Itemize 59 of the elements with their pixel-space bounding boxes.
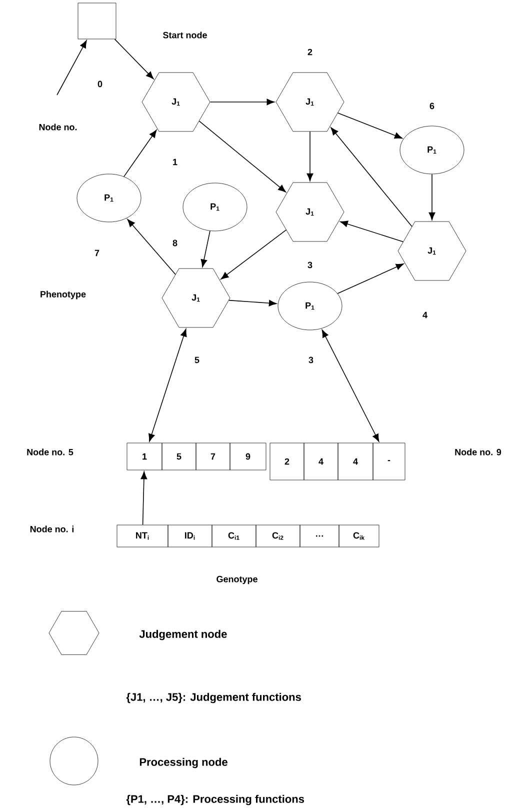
caption-text: Node no. i bbox=[30, 526, 74, 532]
node-number: 3 bbox=[308, 356, 314, 364]
caption-text: {P1, …, P4}: Processing functions bbox=[126, 794, 304, 806]
gene-cell: 5 bbox=[162, 442, 196, 470]
arrow bbox=[337, 264, 404, 294]
arrow bbox=[228, 300, 277, 306]
gene-cell: … bbox=[300, 524, 340, 548]
gene-cell: NT$_{i}$ bbox=[116, 524, 168, 548]
arrow bbox=[330, 127, 412, 227]
gene-cell: - bbox=[372, 442, 406, 480]
caption-text: Phenotype bbox=[40, 290, 86, 300]
arrow bbox=[306, 131, 314, 182]
start-square bbox=[78, 2, 116, 40]
gene-cell: 7 bbox=[196, 442, 230, 470]
legend-text: Processing node bbox=[140, 758, 228, 768]
arrow bbox=[56, 40, 87, 96]
arrow bbox=[127, 219, 176, 275]
arrow bbox=[114, 38, 154, 80]
gene-cell: 2 bbox=[270, 442, 304, 480]
gene-cell: C$_{ik}$ bbox=[338, 524, 380, 548]
caption-text: Node no. 5 bbox=[27, 448, 74, 456]
judgement-hexagon: J$_{1}$ bbox=[398, 221, 466, 281]
caption-text: 0 bbox=[98, 80, 102, 88]
arrow bbox=[428, 174, 436, 220]
arrow bbox=[140, 471, 148, 526]
arrow bbox=[220, 230, 287, 280]
node-number: 6 bbox=[430, 102, 434, 110]
caption-text: Start node bbox=[163, 32, 207, 38]
node-number: 4 bbox=[422, 312, 428, 318]
caption-text: Genotype bbox=[216, 576, 258, 584]
node-number: 3 bbox=[308, 262, 312, 268]
caption-text: Node no. 9 bbox=[455, 448, 502, 456]
gene-cell: 4 bbox=[304, 442, 338, 480]
arrow bbox=[148, 328, 187, 442]
node-number: 5 bbox=[194, 356, 200, 364]
caption-text: Node no. bbox=[39, 124, 77, 130]
judgement-hexagon: J$_{1}$ bbox=[142, 72, 210, 132]
gene-cell: C$_{i1}$ bbox=[212, 524, 256, 548]
gene-cell: 9 bbox=[230, 442, 266, 470]
judgement-hexagon: J$_{1}$ bbox=[162, 268, 230, 328]
gene-cell: 1 bbox=[126, 442, 162, 470]
caption-text: {J1, …, J5}: Judgement functions bbox=[126, 692, 301, 704]
node-number: 7 bbox=[94, 250, 100, 256]
node-number: 2 bbox=[308, 48, 312, 56]
arrow bbox=[322, 330, 380, 442]
arrow bbox=[340, 220, 404, 242]
legend-text: Judgement node bbox=[139, 630, 227, 640]
arrow bbox=[124, 130, 157, 177]
node-number: 8 bbox=[172, 240, 178, 246]
node-number: 1 bbox=[173, 158, 178, 166]
arrow bbox=[198, 120, 286, 192]
arrow bbox=[210, 98, 275, 106]
arrow bbox=[338, 112, 402, 139]
judgement-hexagon: J$_{1}$ bbox=[276, 182, 344, 242]
arrow bbox=[200, 230, 210, 268]
gene-cell: 4 bbox=[338, 442, 374, 480]
judgement-hexagon: J$_{1}$ bbox=[276, 72, 344, 132]
gene-cell: C$_{i2}$ bbox=[256, 524, 300, 548]
gene-cell: ID$_{i}$ bbox=[168, 524, 212, 548]
